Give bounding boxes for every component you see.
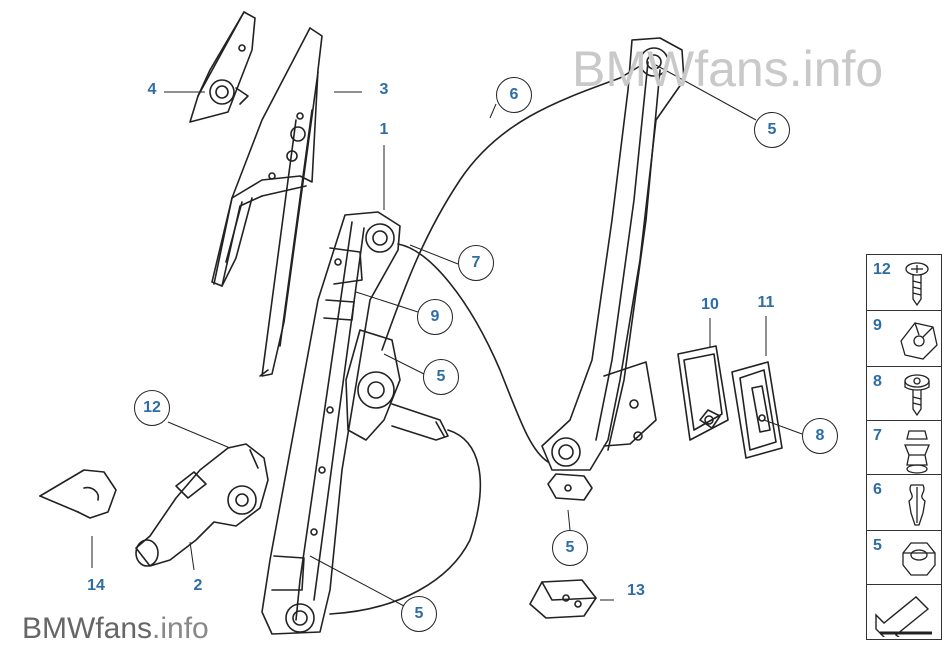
legend-number: 6 [873,481,882,498]
callout-13: 13 [627,582,645,599]
slotted-plate-part [731,361,783,459]
legend-number: 5 [873,537,882,554]
legend-item-8[interactable]: 8 [867,367,941,421]
bolt-icon [904,374,930,417]
screw-icon [905,262,929,307]
callout-6: 6 [496,77,532,113]
tape-roll-part [39,469,117,519]
watermark-top: BMWfans.info [572,41,884,97]
callout-7: 7 [458,245,494,281]
callout-11: 11 [757,294,775,311]
watermark-suffix: .info [152,612,209,645]
callout-5-top: 5 [754,112,790,148]
clip-icon [900,322,938,360]
regulator-cables [329,65,641,615]
rear-regulator-rail [541,37,685,501]
spreading-rivet-icon [908,484,926,526]
legend-item-9[interactable]: 9 [867,311,941,367]
callout-4: 4 [147,81,157,98]
bracket-part [529,579,597,619]
legend-item-7[interactable]: 7 [867,421,941,475]
callout-8: 8 [802,418,838,454]
callout-14: 14 [87,577,105,594]
legend-number: 7 [873,427,882,444]
regulator-gear-housing [345,329,449,441]
callout-5-mid: 5 [423,359,459,395]
legend-number: 9 [873,317,882,334]
hex-nut-icon [902,542,936,576]
expanding-rivet-icon [904,430,930,474]
legend-number: 12 [873,261,891,278]
callout-10: 10 [701,296,719,313]
callout-1: 1 [379,121,389,138]
callout-3: 3 [379,81,389,98]
legend-footer[interactable] [867,585,941,639]
callout-2: 2 [193,577,203,594]
legend-item-6[interactable]: 6 [867,475,941,531]
front-regulator-rail [261,211,401,635]
legend-item-12[interactable]: 12 [867,255,941,311]
glass-channel-part [259,71,319,377]
callout-5-bottom: 5 [552,530,588,566]
legend-number: 8 [873,373,882,390]
watermark-bottom: BMWfans.info [22,612,209,646]
watermark-brand: BMWfans [22,612,153,645]
callout-5-lower: 5 [401,596,437,632]
leader-lines [91,63,803,607]
mirror-triangle-part [189,11,256,123]
callout-9: 9 [417,299,453,335]
retainer-plate-part [677,345,729,441]
callout-12: 12 [134,390,170,426]
arrow-icon [875,596,932,637]
window-motor-part [135,443,269,567]
fasteners-legend: 12 9 8 7 6 5 [866,254,942,640]
legend-item-5[interactable]: 5 [867,531,941,585]
